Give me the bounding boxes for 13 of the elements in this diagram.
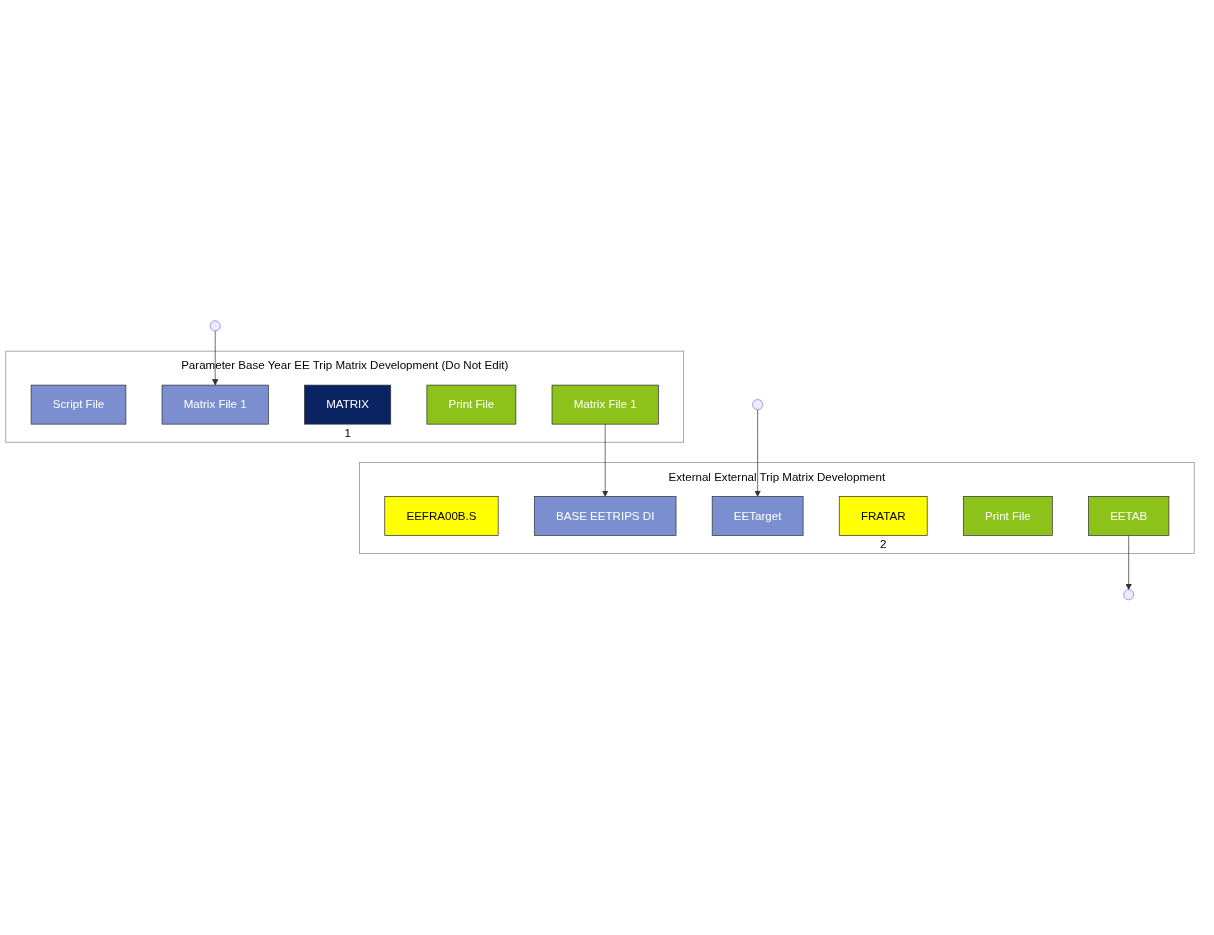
node-box: Print File (962, 495, 1053, 536)
node-box: Script File (30, 384, 127, 425)
node-box: EETAB (1088, 495, 1170, 536)
step-number: 2 (880, 538, 887, 551)
node-box: BASE EETRIPS DI (533, 495, 677, 536)
node-box: EEFRA00B.S (384, 495, 499, 536)
node-box: EETarget (711, 495, 804, 536)
node-box: Print File (426, 384, 517, 425)
node-box: FRATAR (838, 495, 928, 536)
node-box: Matrix File 1 (551, 384, 659, 425)
node-box: MATRIX (304, 384, 392, 425)
step-number: 1 (344, 426, 351, 439)
node-box: Matrix File 1 (161, 384, 269, 425)
